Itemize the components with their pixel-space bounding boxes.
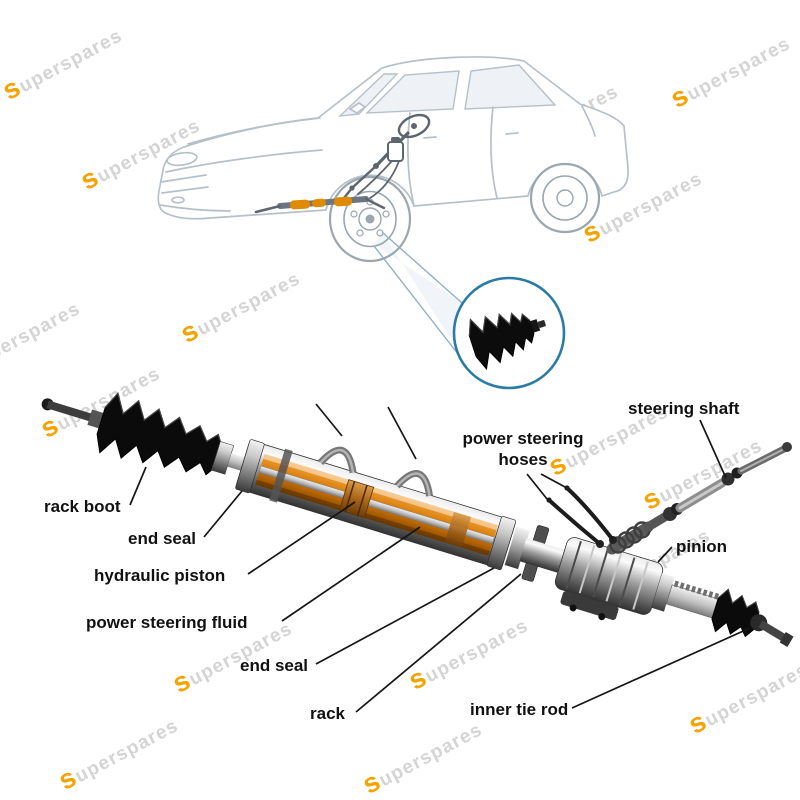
label-rack-boot: rack boot	[44, 497, 121, 516]
car-steering-system	[254, 113, 431, 214]
callout	[373, 231, 566, 390]
end-seal-left-art	[235, 439, 265, 494]
car-rack-boot-right	[334, 196, 353, 207]
front-door-line	[407, 112, 415, 207]
pinion-housing	[554, 537, 664, 621]
label-end-seal-right: end seal	[240, 656, 309, 675]
rear-door-line	[490, 106, 498, 199]
car-rack-boot-left	[290, 199, 311, 210]
rear-wheel	[529, 162, 601, 234]
grille	[160, 174, 209, 194]
callout-rack-boot	[468, 312, 546, 371]
label-end-seal-left: end seal	[128, 529, 197, 548]
inner-tie-rod-art	[750, 614, 794, 647]
label-hydraulic-piston: hydraulic piston	[94, 566, 226, 585]
car-illustration	[157, 56, 629, 263]
power-steering-hoses-art	[546, 485, 617, 548]
front-bumper	[159, 204, 231, 212]
side-mirror	[349, 102, 366, 114]
rack-teeth	[665, 580, 721, 619]
mounting-bracket	[560, 591, 619, 620]
fluid-reservoir	[387, 141, 404, 162]
front-wheel	[328, 175, 412, 263]
label-rack: rack	[310, 704, 345, 723]
label-steering-shaft: steering shaft	[628, 399, 740, 418]
rack-assembly	[41, 392, 794, 647]
label-power-steering-hoses: power steering hoses	[462, 429, 584, 470]
rack-bar-art	[258, 465, 495, 545]
fog-light	[171, 196, 185, 204]
label-inner-tie-rod: inner tie rod	[470, 700, 569, 719]
rack-boot-left-art	[96, 392, 222, 476]
rack-shaft-stub	[227, 453, 245, 471]
steering-cylinder	[235, 439, 550, 582]
rack-boot-right-art	[711, 588, 760, 638]
leader-lines	[129, 403, 751, 713]
steering-shaft-art	[606, 442, 792, 555]
outer-tie-rod-left	[41, 398, 104, 429]
front-side-window	[365, 70, 460, 114]
callout-beam	[374, 232, 472, 372]
label-power-steering-fluid: power steering fluid	[86, 613, 248, 632]
transfer-line-loops	[317, 446, 434, 497]
label-pinion: pinion	[676, 537, 727, 556]
headlight	[166, 151, 198, 167]
steering-wheel-icon	[397, 113, 431, 139]
rear-side-window	[464, 64, 557, 110]
